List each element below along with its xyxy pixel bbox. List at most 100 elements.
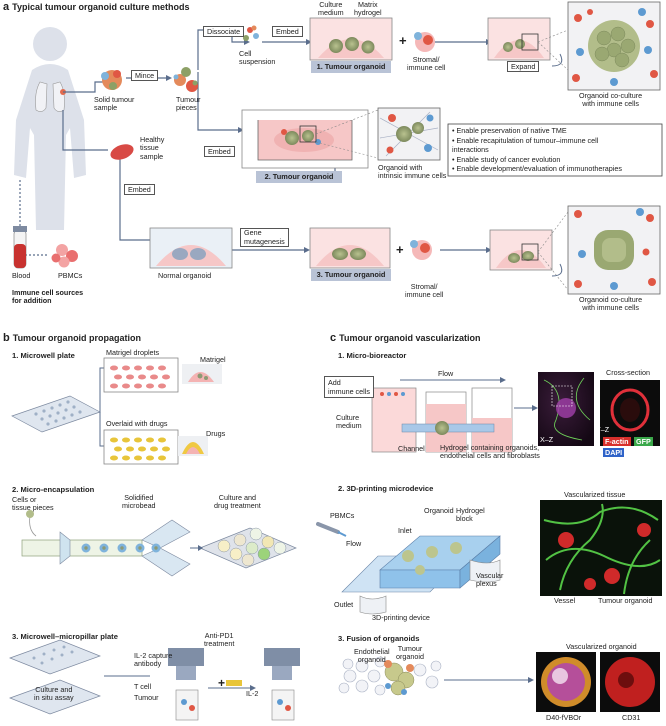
culture-assay-label: Culture and in situ assay [34, 685, 74, 703]
tumour-organoid-2-tag: 2. Tumour organoid [256, 171, 342, 183]
panel-b-sub3: 3. Microwell–micropillar plate [12, 632, 118, 641]
dissociate-box: Dissociate [203, 26, 245, 37]
pillar-well-1 [168, 648, 204, 721]
il2-capture-label: IL-2 capture antibody [134, 651, 173, 669]
vascularized-tissue-label: Vascularized tissue [564, 490, 626, 499]
micrograph-vascularized-tissue [540, 500, 662, 596]
tumour-pieces-icon [173, 67, 198, 92]
panel-b-title: Tumour organoid propagation [12, 333, 142, 343]
feature-bullet-4: • Enable development/evaluation of immun… [452, 164, 622, 174]
pbmcs-label: PBMCs [58, 271, 83, 280]
organoid-intrinsic-label: Organoid with intrinsic immune cells [378, 163, 447, 181]
d40-label: D40-fVBOr [546, 713, 582, 722]
solid-tumour-icon [101, 70, 122, 90]
cell-suspension-icon [243, 25, 259, 41]
cells-tissue-label: Cells or tissue pieces [12, 495, 54, 513]
culture-medium-label: Culture medium [318, 0, 344, 18]
yz-label: Y–Z [596, 425, 610, 434]
co-culture-zoom-3 [567, 205, 661, 295]
tumour-cut-label: Tumour [134, 693, 159, 702]
stromal-cell-1 [414, 32, 435, 52]
vascular-plexus-label: Vascular plexus [476, 571, 504, 589]
pbmcs-icon [51, 244, 78, 268]
il2-label: IL-2 [246, 689, 259, 698]
solid-tumour-label: Solid tumour sample [94, 95, 135, 113]
f-actin-label: F-actin [603, 437, 631, 446]
pbmcs-label-c: PBMCs [330, 511, 355, 520]
matrigel-plate [103, 357, 179, 393]
add-immune-box: Add immune cells [324, 376, 374, 398]
bullets-box [447, 123, 663, 177]
expand-box: Expand [507, 61, 540, 72]
co-culture-label-1: Organoid co-culture with immune cells [579, 91, 643, 109]
printing-device-drawing [316, 522, 501, 615]
embed-box-1: Embed [272, 26, 303, 37]
outlet-label: Outlet [334, 600, 354, 609]
micrograph-fused-2 [600, 652, 660, 712]
tumour-organoid-3-tag: 3. Tumour organoid [311, 269, 391, 281]
feature-bullet-3: • Enable study of cancer evolution [452, 154, 561, 164]
drugs-plate [103, 429, 179, 465]
panel-c-sub2: 2. 3D-printing microdevice [338, 484, 434, 493]
matrigel-droplets-label: Matrigel droplets [106, 348, 160, 357]
tumour-pieces-label: Tumour pieces [176, 95, 201, 113]
normal-organoid-dish [149, 227, 233, 269]
blood-label: Blood [12, 271, 31, 280]
dapi-label: DAPI [603, 448, 625, 457]
svg-text:+: + [218, 676, 225, 690]
culture-dish-1b [487, 17, 551, 61]
stromal-label-1: Stromal/ immune cell [407, 55, 446, 73]
anti-pd1-label: Anti-PD1 treatment [204, 631, 235, 649]
drugs-label: Drugs [206, 429, 226, 438]
stromal-cell-3 [410, 240, 432, 260]
culture-dish-1 [309, 17, 393, 61]
micropillar-plate-drawing [9, 639, 101, 715]
organoid-label-c: Organoid [424, 506, 454, 515]
cross-section-label: Cross-section [606, 368, 650, 377]
embed-box-3: Embed [124, 184, 155, 195]
culture-dish-3 [309, 227, 391, 269]
micrograph-cross-section [600, 380, 660, 446]
culture-medium-label-c: Culture medium [336, 413, 362, 431]
culture-dish-3b [489, 229, 553, 271]
tumour-org-label: Tumour organoid [396, 644, 424, 662]
feature-bullet-2: • Enable recapitulation of tumour–immune… [452, 135, 599, 155]
feature-bullet-list: • Enable preservation of native TME • En… [452, 126, 622, 174]
stromal-label-3: Stromal/ immune cell [405, 282, 444, 300]
matrigel-label: Matrigel [200, 355, 226, 364]
matrigel-droplet-zoom [182, 364, 222, 384]
mince-box: Mince [131, 70, 159, 81]
matrix-hydrogel-label: Matrix hydrogel [354, 0, 382, 18]
micrograph-fused-1 [536, 652, 596, 712]
intrinsic-zoom [377, 107, 441, 161]
panel-a-letter: a [3, 1, 10, 13]
solidified-microbead-label: Solidified microbead [122, 493, 156, 511]
blood-tube-icon [13, 226, 27, 269]
hydrogel-block-label: Hydrogel block [456, 506, 485, 524]
svg-text:+: + [396, 242, 404, 257]
vessel-label: Vessel [554, 596, 576, 605]
panel-c-sub3: 3. Fusion of organoids [338, 634, 420, 643]
overlaid-drugs-label: Overlaid with drugs [106, 419, 168, 428]
xz-label: X–Z [540, 435, 554, 444]
inlet-label: Inlet [398, 526, 412, 535]
panel-c-letter: c [330, 332, 337, 344]
panel-b-sub1: 1. Microwell plate [12, 351, 75, 360]
panel-b-sub2: 2. Micro-encapsulation [12, 485, 95, 494]
transwell-dish-2 [241, 109, 369, 169]
svg-text:+: + [399, 33, 407, 48]
cell-suspension-label: Cell suspension [239, 49, 276, 67]
panel-a-title: Typical tumour organoid culture methods [12, 2, 190, 12]
micrograph-xz [538, 372, 594, 446]
device-label: 3D-printing device [372, 613, 430, 622]
panel-b-letter: b [3, 332, 10, 344]
culture-dish-plate [199, 527, 297, 569]
gfp-label: GFP [634, 437, 653, 446]
tumour-organoid-label-c: Tumour organoid [598, 596, 653, 605]
culture-drug-label: Culture and drug treatment [214, 493, 261, 511]
healthy-tissue-icon [110, 144, 134, 160]
